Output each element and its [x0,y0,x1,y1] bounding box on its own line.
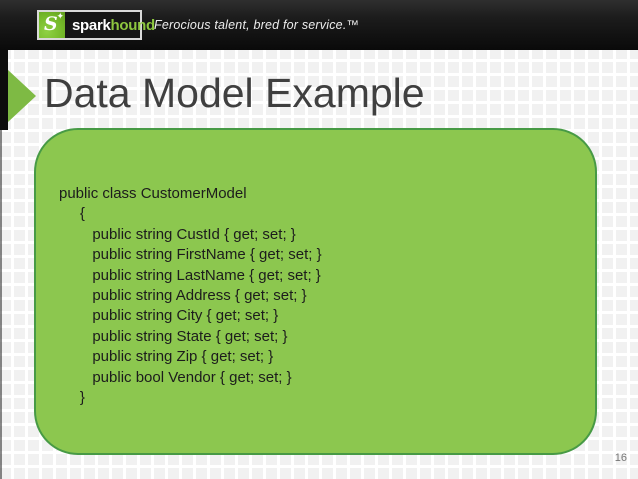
code-line: public string CustId { get; set; } [59,225,296,243]
logo-wordmark-spark: spark [72,16,111,34]
code-line: { [59,205,85,223]
left-edge-bar [0,0,8,130]
code-line: public class CustomerModel [59,185,247,202]
code-line: public string LastName { get; set; } [59,266,321,284]
star-icon: ✦ [56,11,64,21]
code-line: public bool Vendor { get; set; } [59,368,292,386]
sparkhound-logo: S ✦ sparkhound [37,10,155,40]
company-tagline: Ferocious talent, bred for service.™ [154,18,360,32]
code-line: public string State { get; set; } [59,327,288,345]
logo-square: S ✦ [39,11,65,38]
code-block: public class CustomerModel { public stri… [59,184,322,408]
page-number: 16 [614,452,627,464]
chevron-icon [8,70,36,122]
code-line: public string Zip { get; set; } [59,348,274,366]
slide-title: Data Model Example [44,70,425,116]
code-line: public string Address { get; set; } [59,287,307,305]
left-edge-line [0,0,2,479]
code-line: } [59,389,85,407]
code-line: public string FirstName { get; set; } [59,246,322,264]
logo-wordmark-hound: hound [110,16,156,34]
code-panel: public class CustomerModel { public stri… [34,128,597,455]
logo-wordmark: sparkhound [65,17,155,34]
code-line: public string City { get; set; } [59,307,279,325]
s-swoosh-icon: S [44,13,58,35]
header-bar: S ✦ sparkhound Ferocious talent, bred fo… [0,0,638,50]
